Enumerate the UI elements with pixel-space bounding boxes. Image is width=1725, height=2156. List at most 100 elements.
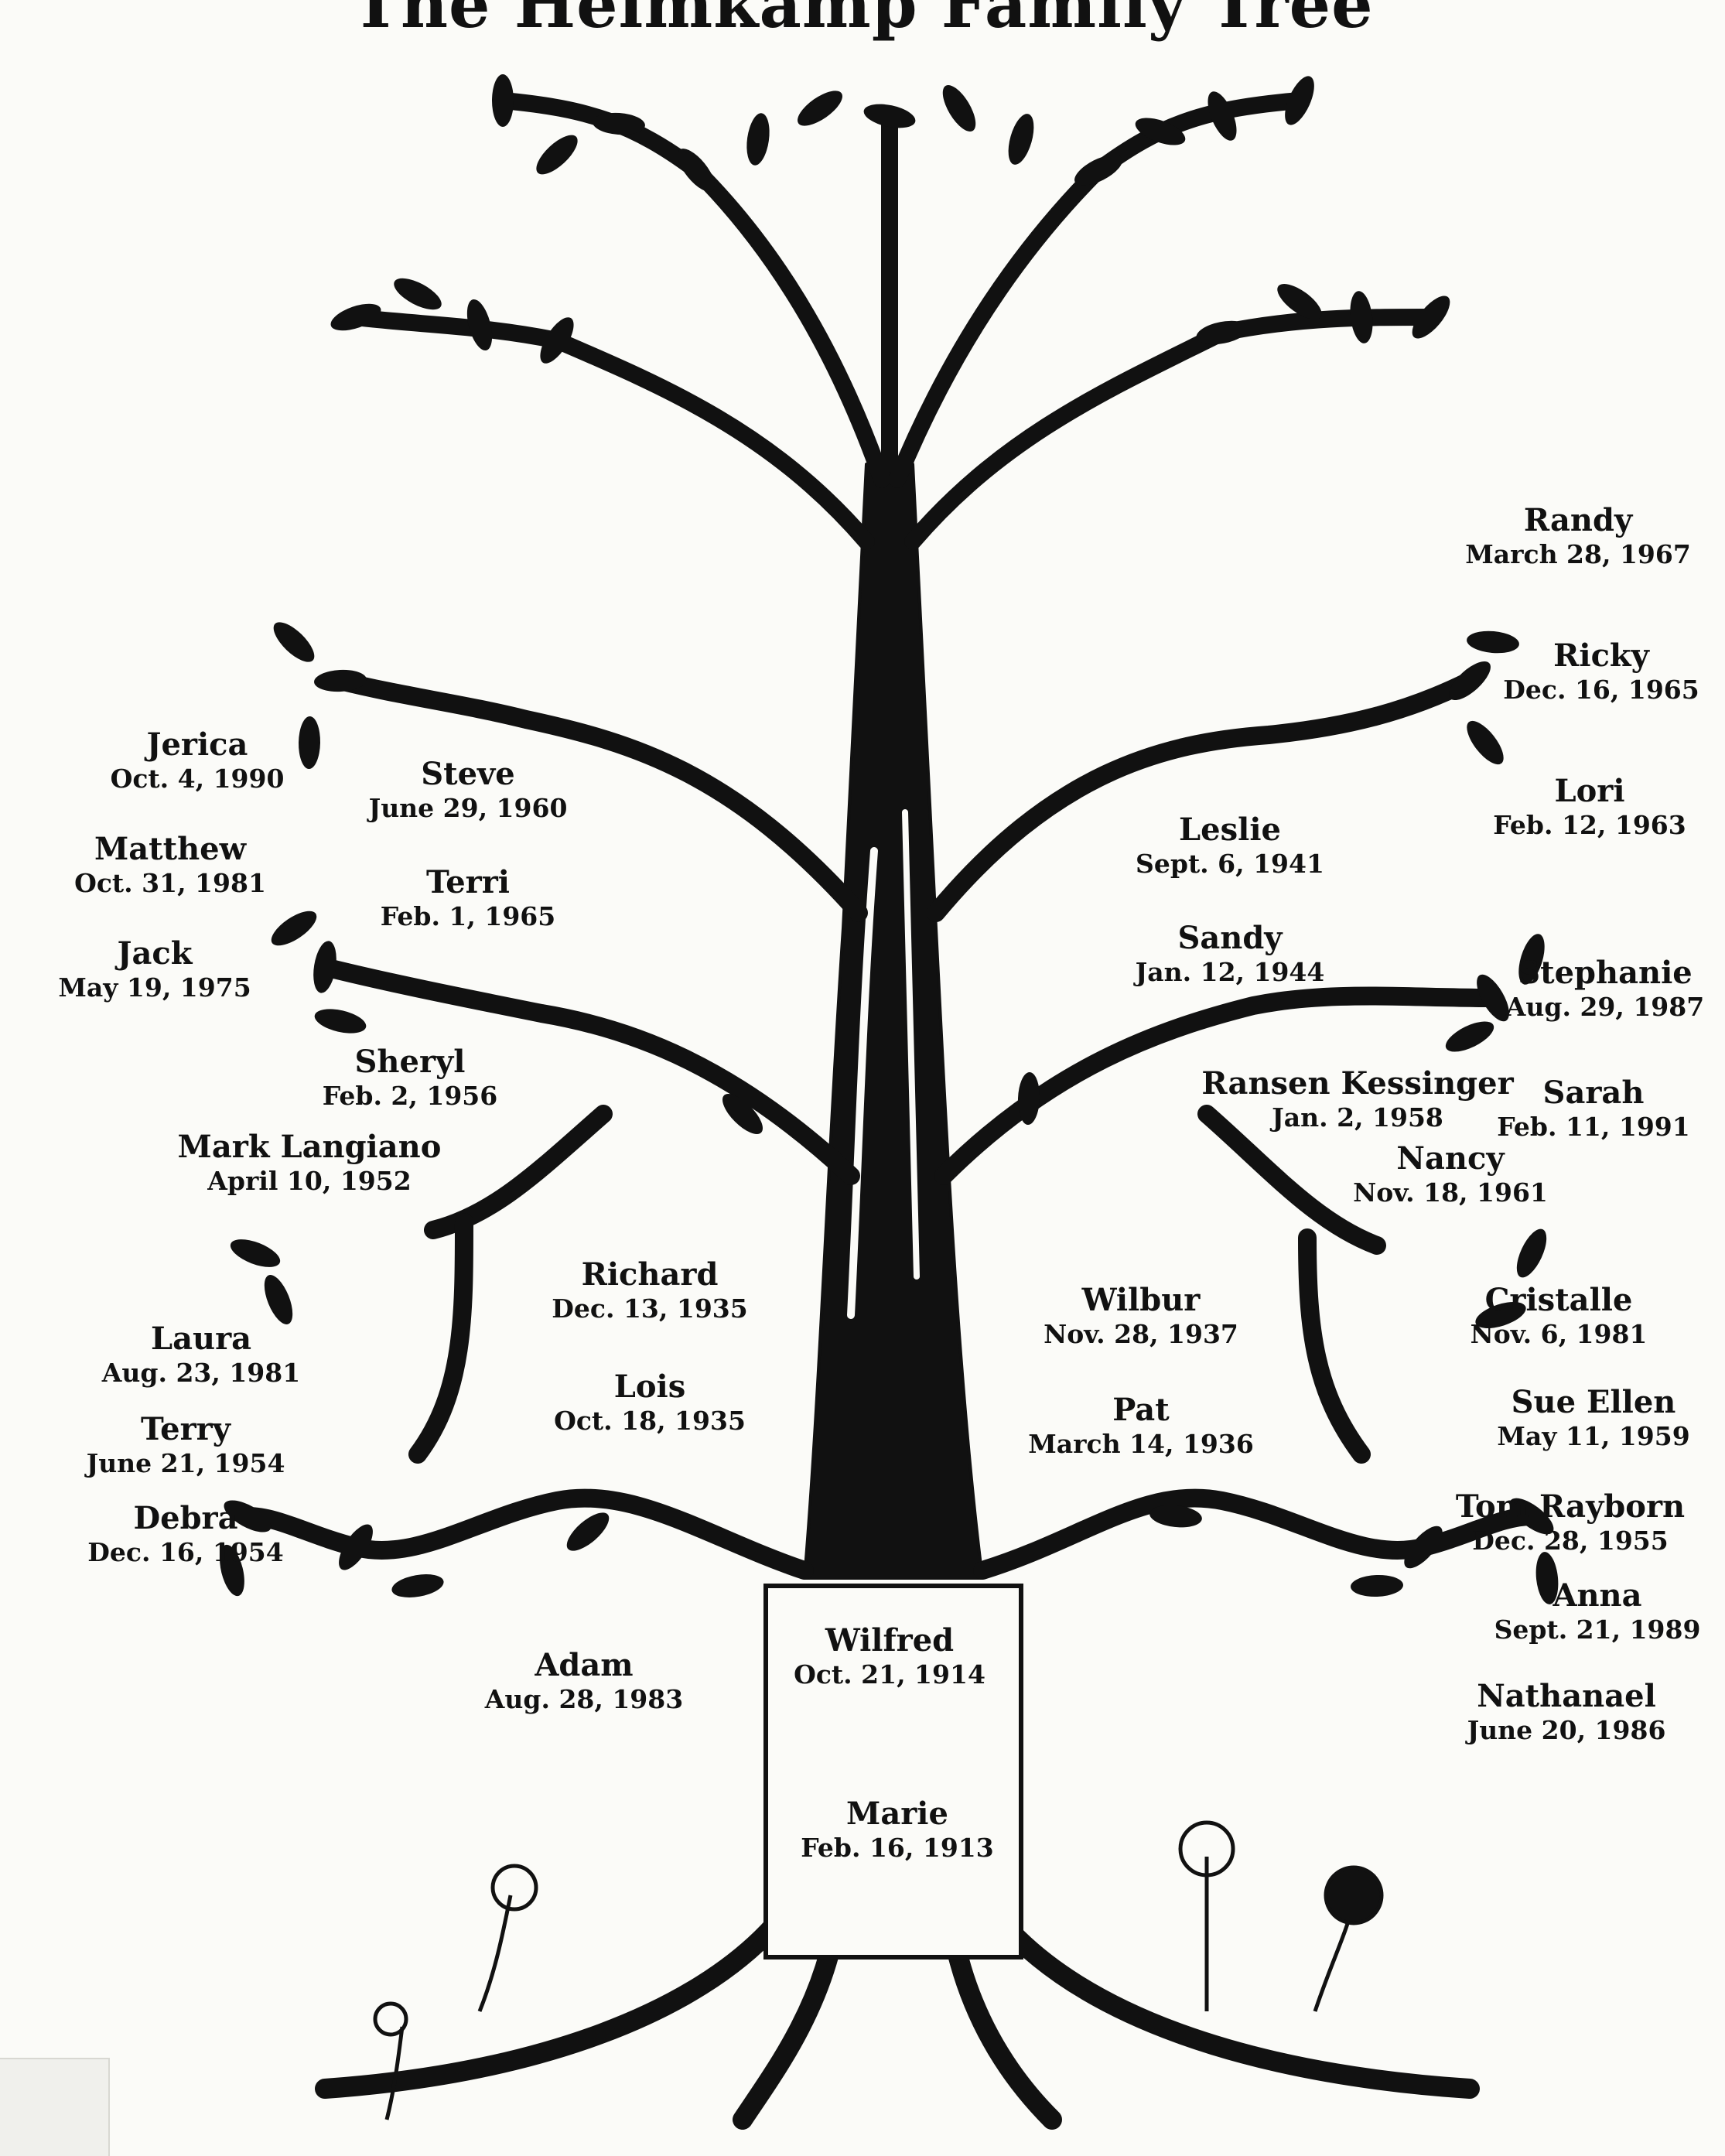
member-birth-date: Oct. 21, 1914 [794, 1659, 985, 1690]
leaf [264, 1275, 293, 1324]
member-birth-date: Dec. 16, 1965 [1503, 675, 1699, 705]
member-birth-date: Sept. 6, 1941 [1136, 849, 1324, 879]
leaf [1467, 720, 1504, 765]
branch-crown [347, 92, 1440, 550]
leaf [1475, 1302, 1526, 1328]
leaf [492, 74, 514, 127]
member-name: Nancy [1396, 1140, 1505, 1177]
leaf [1509, 1498, 1554, 1535]
member-name: Debra [133, 1500, 238, 1536]
member-birth-date: Jan. 12, 1944 [1135, 957, 1325, 987]
member-name: Tom Rayborn [1455, 1488, 1686, 1525]
member-name: Pat [1112, 1392, 1170, 1428]
member-birth-date: Nov. 18, 1961 [1353, 1177, 1548, 1208]
leaf [1412, 296, 1450, 339]
leaf [1467, 630, 1519, 654]
member-name: Sue Ellen [1511, 1384, 1676, 1420]
member-birth-date: Dec. 13, 1935 [552, 1293, 748, 1324]
member-name: Terry [140, 1411, 231, 1447]
member-birth-date: Jan. 2, 1958 [1272, 1102, 1443, 1133]
member-name: Lori [1554, 773, 1625, 809]
leaf [1516, 1228, 1547, 1278]
member-name: Sheryl [354, 1044, 466, 1080]
leaf [1135, 118, 1186, 145]
member-birth-date: Feb. 12, 1963 [1493, 810, 1686, 840]
page-title: The Heimkamp Family Tree [351, 0, 1374, 43]
leaf [1350, 291, 1373, 343]
member-name: Mark Langiano [177, 1129, 442, 1165]
member-birth-date: April 10, 1952 [207, 1166, 412, 1196]
leaf [1208, 91, 1237, 141]
member-birth-date: March 14, 1936 [1028, 1429, 1254, 1459]
leaf [330, 303, 381, 331]
member-name: Terri [426, 864, 510, 900]
member-name: Jack [117, 935, 193, 972]
leaf [230, 1239, 281, 1267]
leaf [1285, 76, 1314, 125]
leaf [1404, 1526, 1443, 1569]
member-birth-date: Nov. 6, 1981 [1470, 1319, 1648, 1349]
member-name: Steve [421, 756, 515, 792]
member-name: Wilfred [825, 1622, 955, 1659]
member-birth-date: Feb. 16, 1913 [801, 1833, 994, 1863]
leaf [593, 112, 645, 135]
leaf [1535, 1552, 1559, 1604]
branch-lower [238, 1213, 1541, 1580]
member-name: Lois [613, 1368, 686, 1405]
member-birth-date: March 28, 1967 [1465, 539, 1691, 569]
leaf [1074, 155, 1122, 186]
member-birth-date: Aug. 29, 1987 [1505, 992, 1705, 1022]
leaf [1277, 284, 1322, 319]
member-birth-date: Oct. 31, 1981 [74, 868, 266, 898]
member-birth-date: Dec. 16, 1954 [87, 1537, 284, 1567]
leaf [1351, 1574, 1403, 1597]
member-birth-date: Feb. 2, 1956 [322, 1081, 498, 1111]
member-birth-date: May 11, 1959 [1497, 1421, 1690, 1451]
member-name: Ricky [1553, 637, 1649, 674]
leaf [863, 104, 916, 128]
leaf [798, 91, 842, 126]
member-birth-date: June 21, 1954 [86, 1448, 285, 1478]
leaf [391, 1574, 444, 1597]
member-birth-date: May 19, 1975 [58, 972, 251, 1003]
member-birth-date: Feb. 11, 1991 [1497, 1112, 1690, 1142]
leaf [394, 278, 442, 310]
leaf [314, 1009, 367, 1034]
paper-corner [0, 2058, 110, 2156]
member-name: Jerica [146, 726, 248, 763]
member-birth-date: Oct. 18, 1935 [554, 1406, 746, 1436]
tree-trunk [803, 463, 984, 1580]
member-name: Cristalle [1484, 1282, 1633, 1318]
member-birth-date: Nov. 28, 1937 [1044, 1319, 1238, 1349]
member-name: Randy [1523, 502, 1633, 538]
tree-roots [315, 1916, 1480, 2130]
leaf [540, 317, 574, 364]
leaf [1518, 934, 1545, 985]
ground-flowers [373, 1820, 1384, 2120]
leaf [942, 84, 976, 132]
leaf [1196, 320, 1248, 345]
